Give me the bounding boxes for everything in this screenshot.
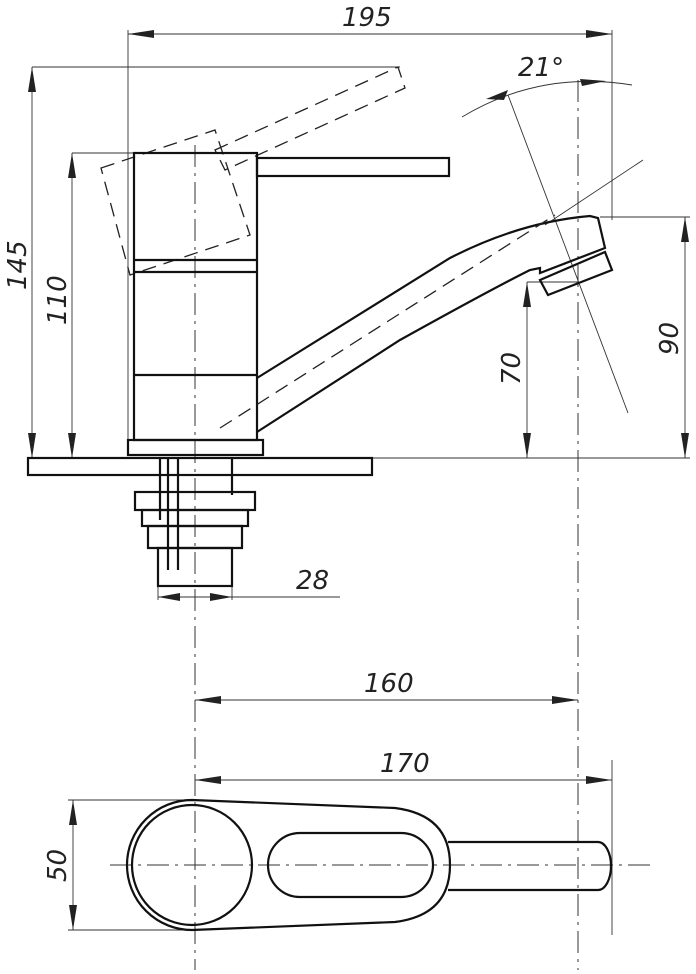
dimension-50: [68, 799, 200, 931]
dimension-145: [28, 66, 400, 458]
dimension-90: [372, 216, 690, 459]
label-160: 160: [364, 669, 414, 699]
label-110: 110: [43, 275, 73, 325]
dimension-21-degrees: [461, 79, 644, 414]
dimension-160: [195, 696, 578, 704]
spout: [219, 214, 614, 433]
label-21-degrees: 21°: [518, 53, 564, 83]
top-view: [125, 798, 613, 932]
lever-alternate-position: [100, 66, 406, 276]
dimension-110: [68, 152, 134, 458]
label-90: 90: [655, 322, 685, 355]
dimension-170: [195, 760, 613, 935]
lever-handle: [255, 156, 451, 178]
label-195: 195: [342, 3, 392, 33]
dimension-195: [127, 30, 613, 440]
label-28: 28: [296, 566, 329, 596]
mounting-plate: [26, 456, 374, 477]
label-70: 70: [497, 352, 527, 385]
label-145: 145: [3, 240, 33, 290]
dimension-28: [157, 585, 340, 601]
mounting-nut: [133, 458, 257, 588]
label-50: 50: [43, 849, 73, 882]
label-170: 170: [380, 749, 430, 779]
base-ring: [126, 438, 265, 457]
dimension-70: [523, 281, 578, 458]
